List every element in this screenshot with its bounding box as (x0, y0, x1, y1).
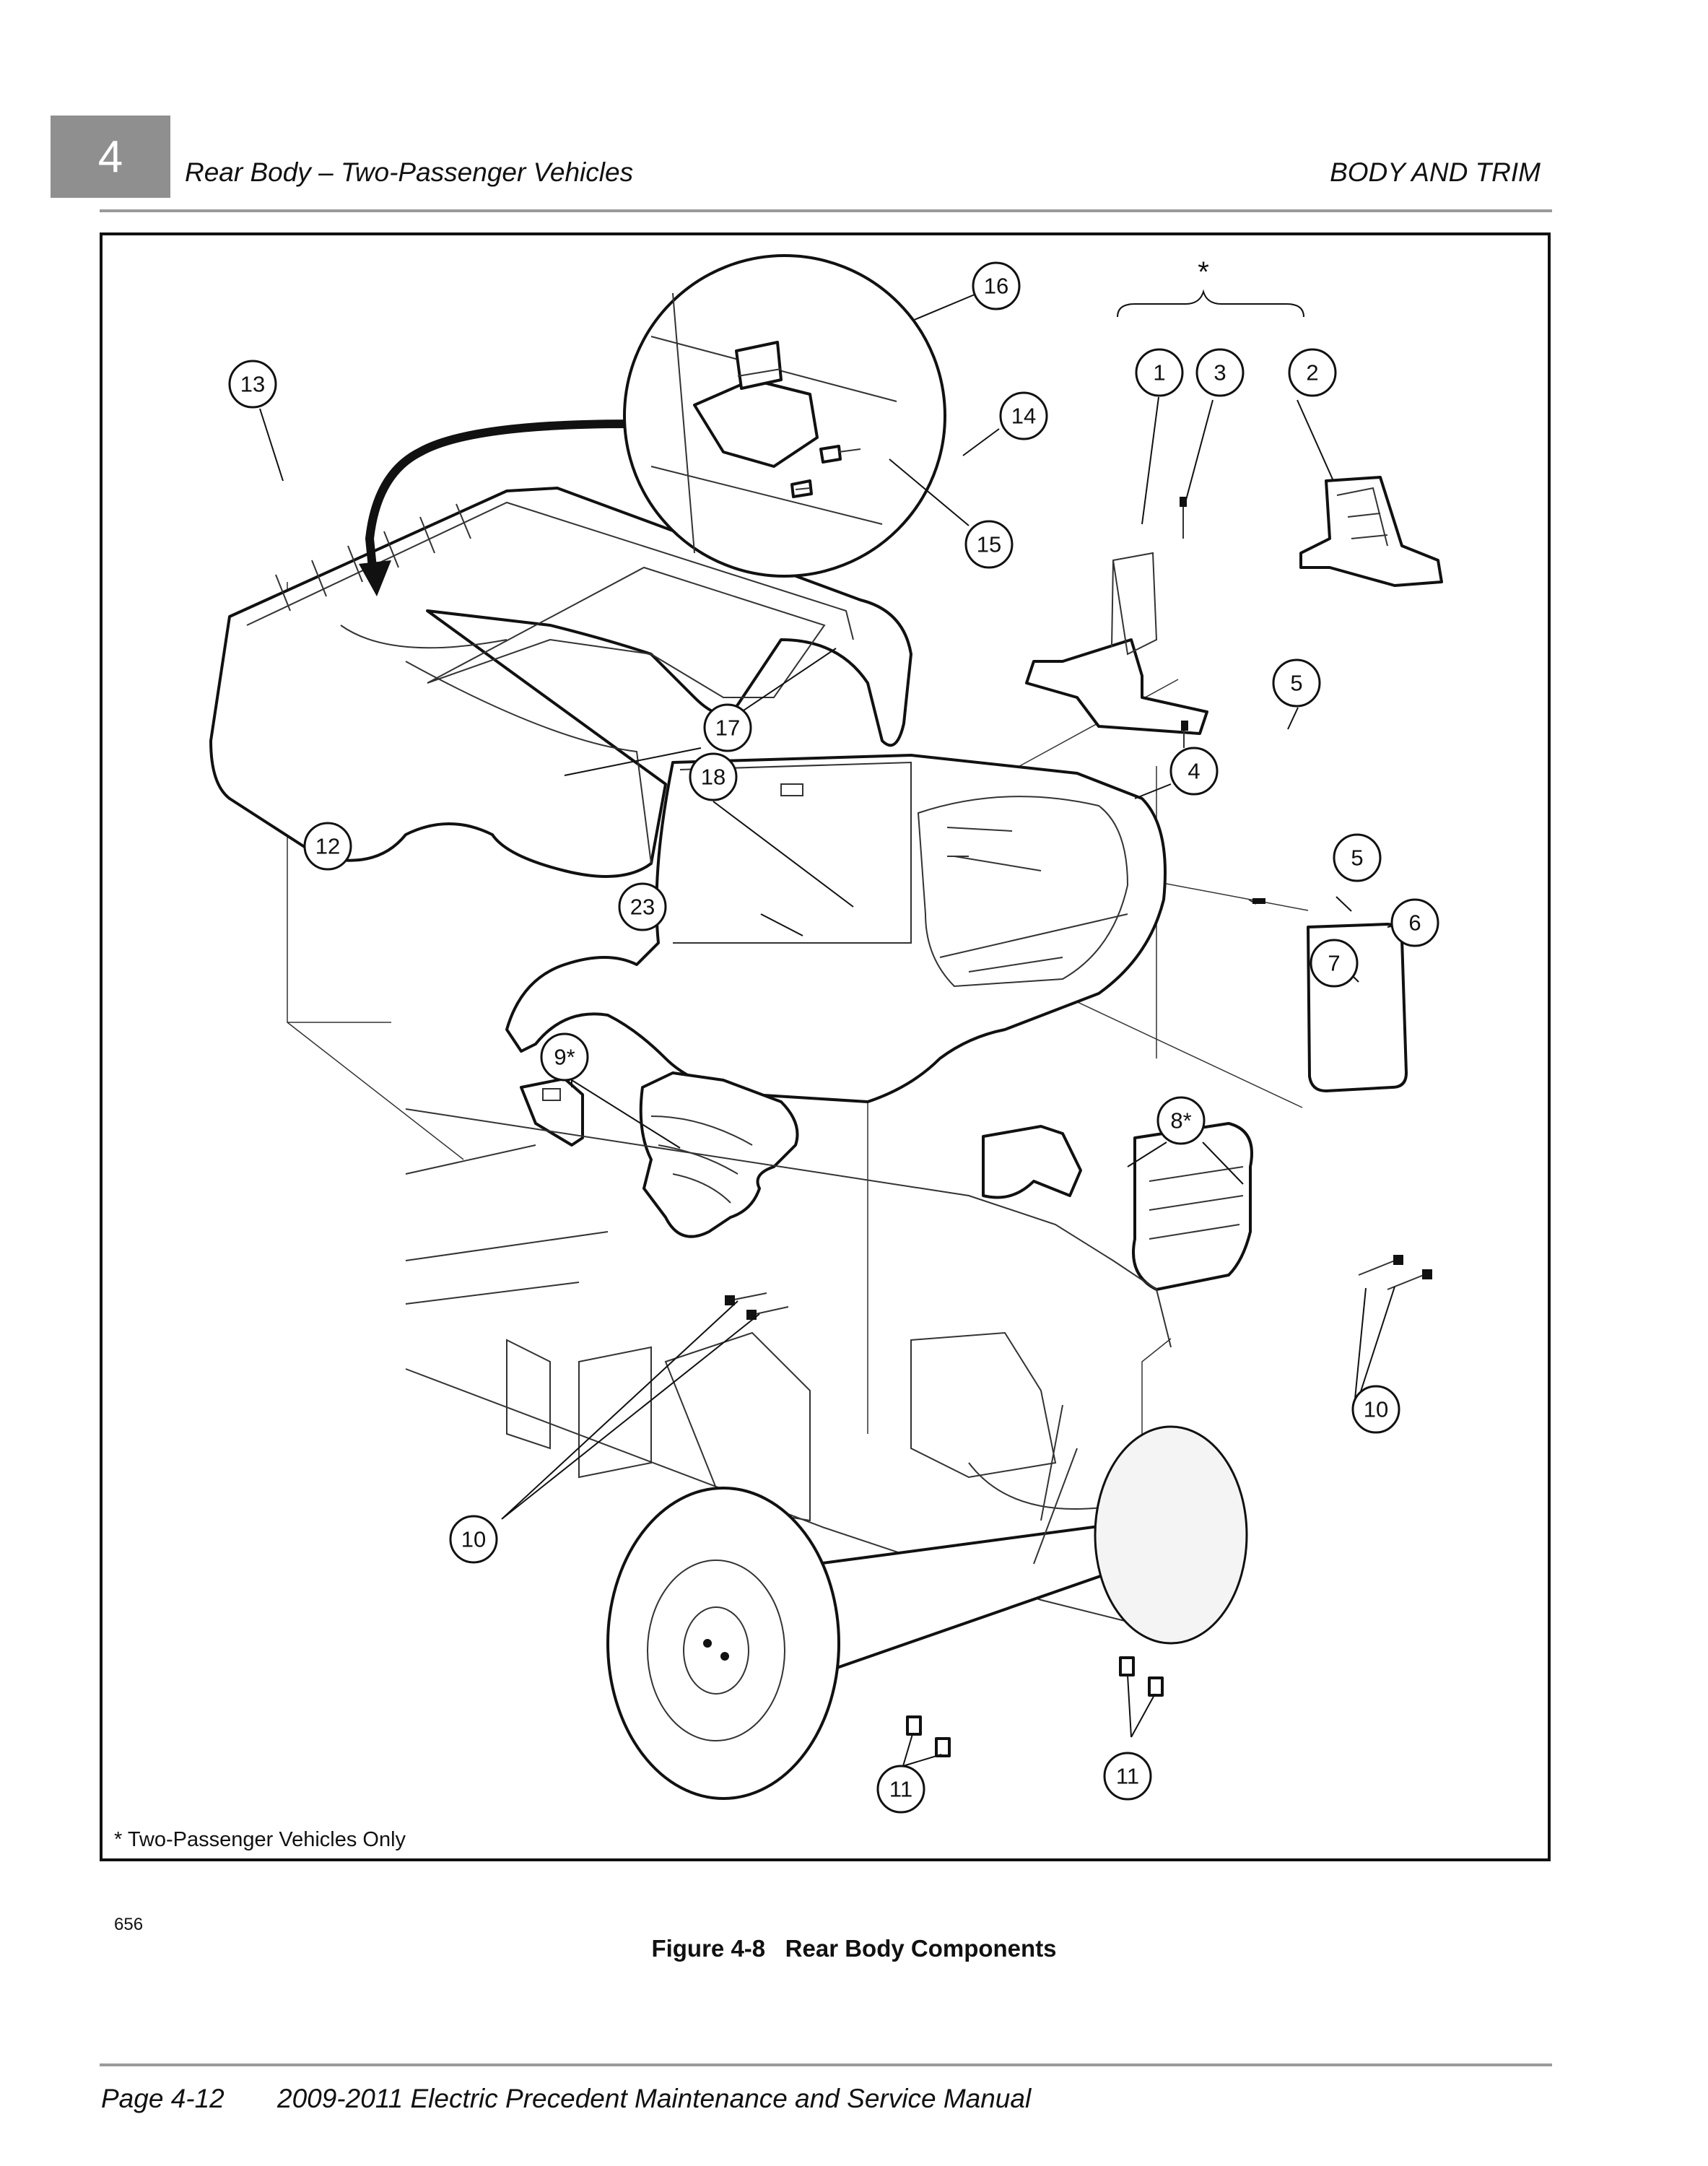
svg-text:17: 17 (715, 716, 740, 741)
svg-text:6: 6 (1408, 910, 1421, 936)
callout-5-right: 5 (1333, 833, 1382, 882)
callout-13: 13 (228, 360, 277, 409)
svg-text:10: 10 (461, 1527, 486, 1552)
footer-divider (100, 2063, 1552, 2066)
callout-4: 4 (1169, 747, 1219, 796)
svg-text:9*: 9* (554, 1045, 575, 1070)
callout-17: 17 (703, 703, 752, 752)
svg-text:23: 23 (630, 895, 655, 920)
section-name: BODY AND TRIM (1330, 157, 1541, 187)
manual-title: 2009-2011 Electric Precedent Maintenance… (277, 2084, 1032, 2113)
svg-text:10: 10 (1364, 1397, 1388, 1422)
exploded-parts-diagram: 16 14 15 13 1 3 2 5 4 17 12 18 23 5 6 7 … (209, 254, 1443, 1814)
callout-7: 7 (1310, 939, 1359, 988)
callout-10-left: 10 (449, 1515, 498, 1564)
bracket-parts (1025, 476, 1443, 735)
fender-covers (520, 1071, 1253, 1291)
vehicle-chassis (405, 1108, 1248, 1800)
svg-text:13: 13 (240, 372, 265, 397)
callout-6: 6 (1390, 898, 1439, 947)
callout-3: 3 (1195, 348, 1245, 397)
figure-footnote: * Two-Passenger Vehicles Only (114, 1828, 406, 1851)
svg-text:18: 18 (701, 765, 726, 790)
callout-18: 18 (689, 752, 738, 801)
svg-text:2: 2 (1306, 360, 1318, 386)
callout-2: 2 (1288, 348, 1337, 397)
svg-text:11: 11 (1116, 1764, 1139, 1789)
callout-9: 9* (540, 1032, 589, 1082)
callout-11-right: 11 (1103, 1752, 1152, 1801)
svg-text:8*: 8* (1170, 1108, 1191, 1134)
header-divider (100, 209, 1552, 212)
callout-23: 23 (618, 882, 667, 931)
callout-11-left: 11 (876, 1765, 925, 1814)
svg-text:11: 11 (889, 1777, 912, 1802)
callout-14: 14 (999, 391, 1048, 440)
svg-text:7: 7 (1328, 951, 1340, 976)
bolts-and-clips (725, 1255, 1432, 1757)
section-title: Rear Body – Two-Passenger Vehicles (185, 157, 634, 187)
callout-8: 8* (1156, 1096, 1206, 1145)
svg-text:12: 12 (315, 834, 340, 859)
callout-5-top: 5 (1272, 658, 1321, 708)
callout-15: 15 (964, 520, 1014, 569)
svg-text:4: 4 (1188, 759, 1200, 784)
detail-arrow (359, 419, 681, 596)
svg-text:15: 15 (977, 532, 1001, 557)
svg-text:1: 1 (1153, 360, 1165, 386)
callout-12: 12 (303, 822, 352, 871)
svg-text:5: 5 (1290, 671, 1302, 696)
group-asterisk: * (1198, 256, 1209, 288)
callout-1: 1 (1135, 348, 1184, 397)
drawing-number: 656 (114, 1915, 144, 1934)
rear-body-tub (505, 754, 1167, 1103)
page-number: Page 4-12 (101, 2084, 225, 2113)
callout-10-right: 10 (1351, 1385, 1400, 1434)
chapter-number-tab: 4 (51, 116, 170, 198)
svg-text:16: 16 (984, 274, 1008, 299)
svg-text:14: 14 (1011, 404, 1036, 429)
svg-text:5: 5 (1351, 845, 1363, 871)
figure-frame (100, 232, 1551, 1861)
switch-detail-circle (623, 254, 946, 578)
callout-16: 16 (972, 261, 1021, 310)
svg-text:3: 3 (1214, 360, 1226, 386)
figure-caption: Figure 4-8 Rear Body Components (651, 1935, 1057, 1962)
